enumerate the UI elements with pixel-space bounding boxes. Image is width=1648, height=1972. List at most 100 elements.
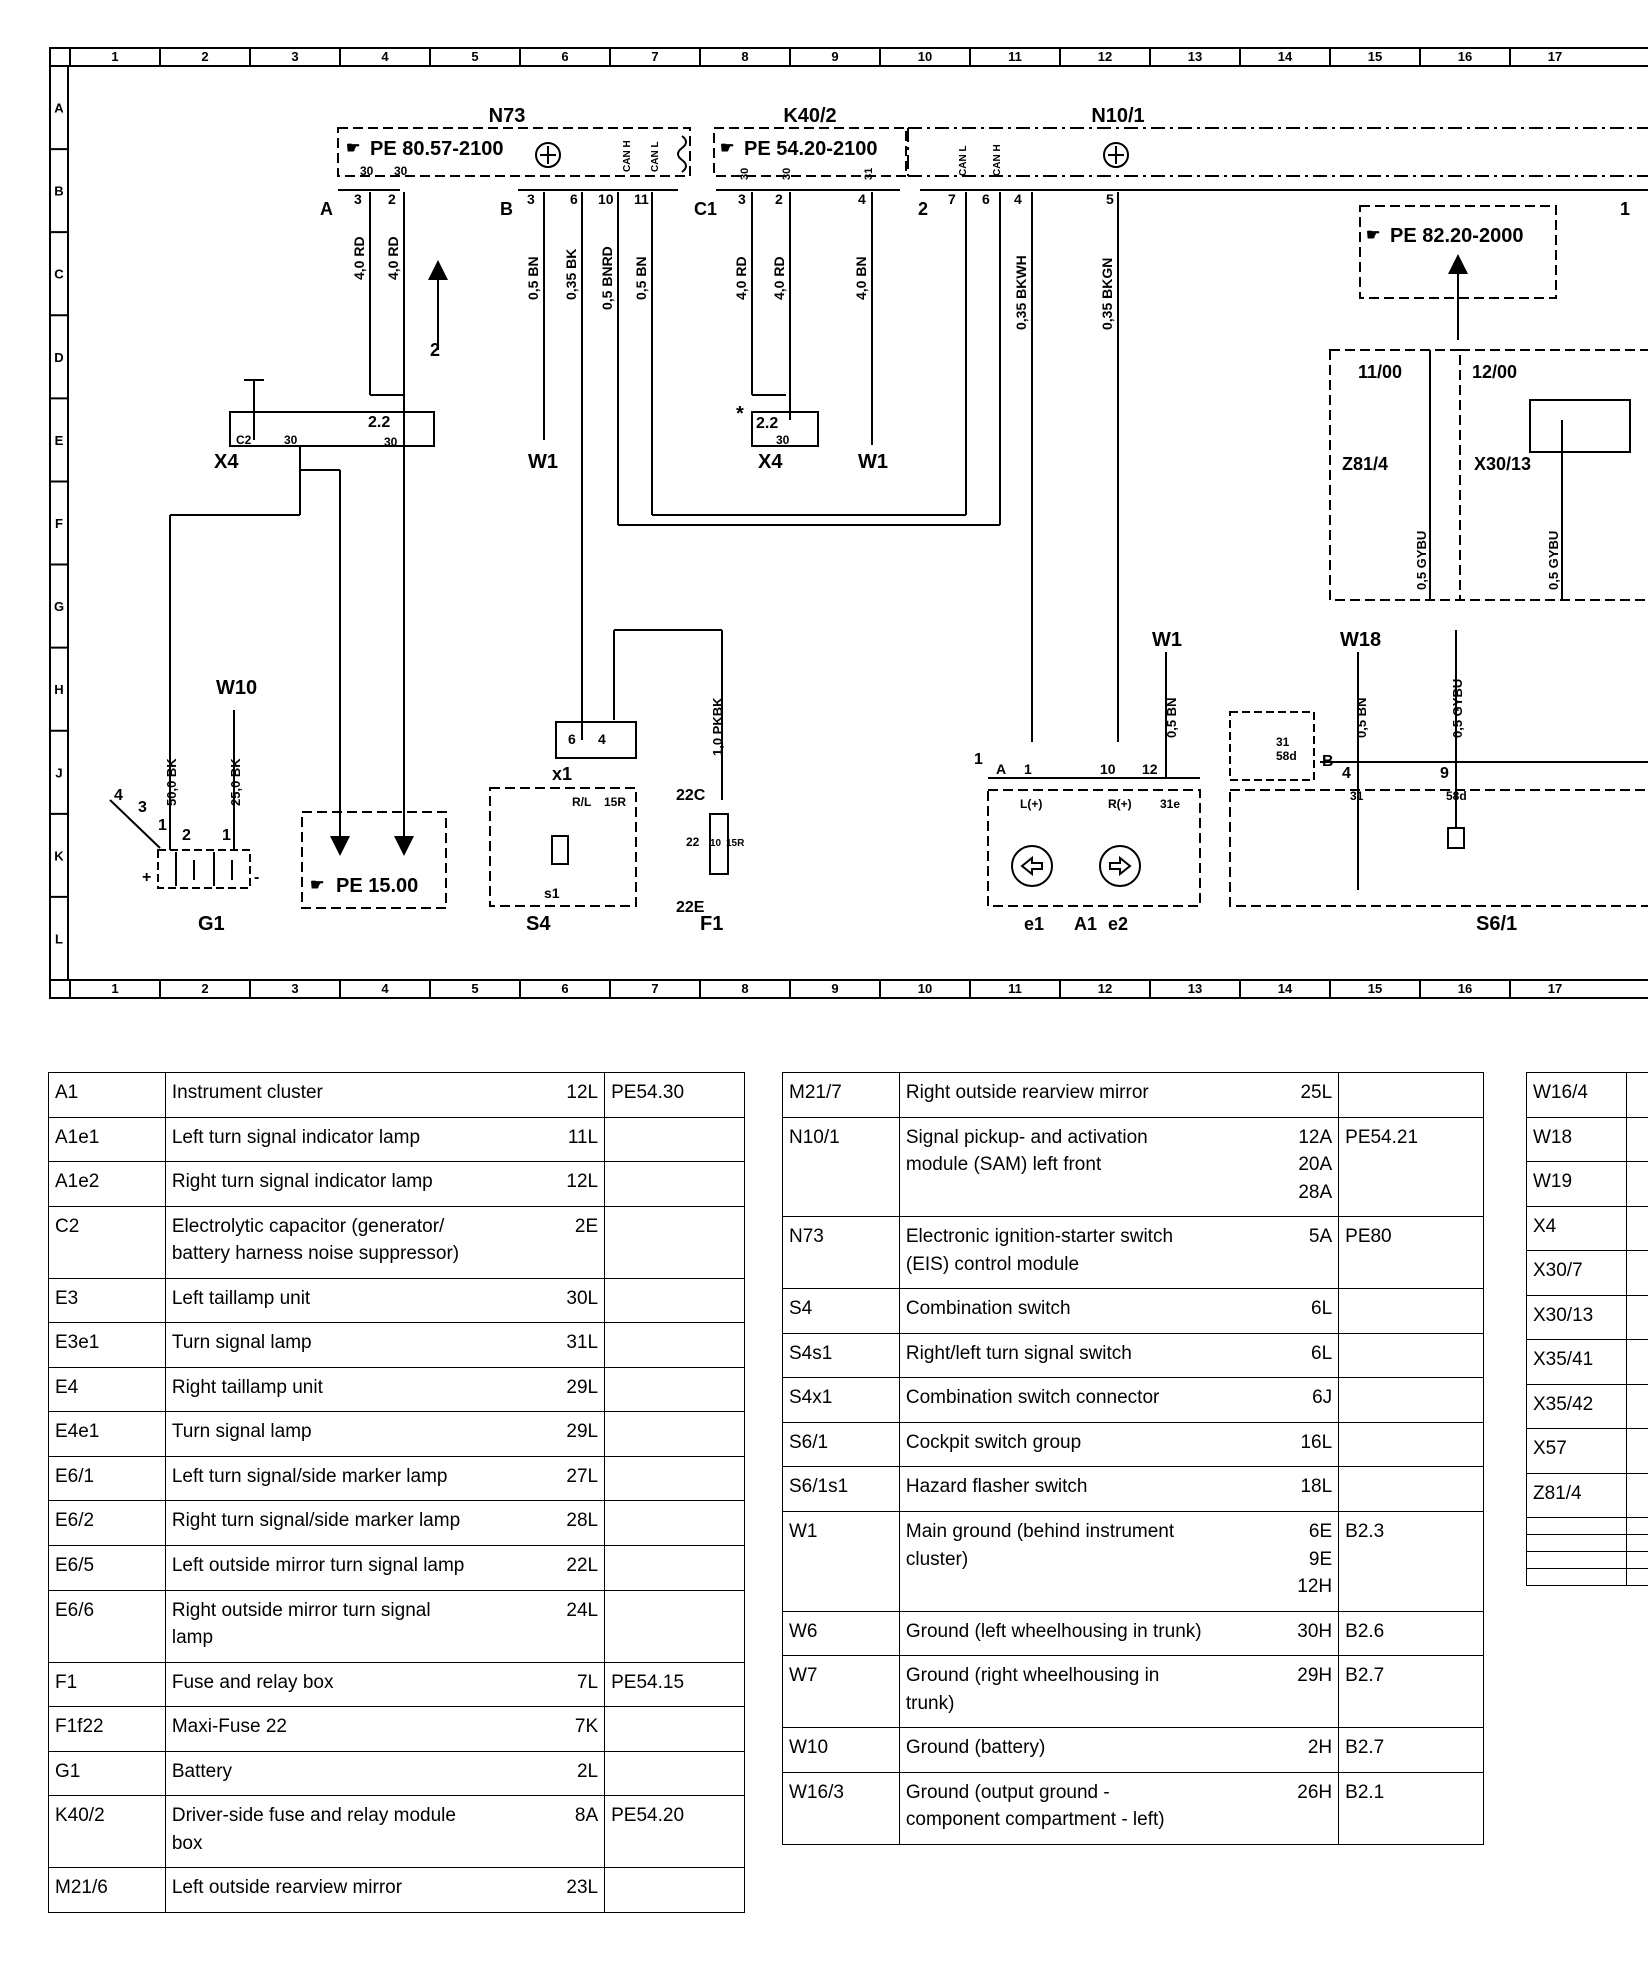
pe-link-n73[interactable]: ☛ PE 80.57-2100 — [346, 138, 503, 160]
pe-cell — [1338, 1288, 1484, 1334]
pe-link-z81[interactable]: ☛ PE 82.20-2000 — [1366, 225, 1523, 247]
legend-row — [1526, 1551, 1648, 1570]
pe-cell: B2.6 — [1338, 1610, 1484, 1657]
pe-cell: PE80 — [1338, 1216, 1484, 1290]
a1-31e: 31e — [1160, 797, 1180, 811]
wire-05bn-a: 0,5 BN — [525, 256, 541, 300]
n73-pinb3: 3 — [527, 191, 535, 207]
wire-05gybu-b: 0,5 GYBU — [1546, 531, 1561, 590]
wire-05bn-w1: 0,5 BN — [1164, 698, 1179, 738]
f1-pin10: 10 — [710, 838, 722, 849]
code-cell: W16/3 — [782, 1771, 900, 1845]
x4r-pin-30: 30 — [776, 433, 790, 447]
column-label-top: 7 — [651, 49, 658, 64]
desc-cell: Signal pickup- and activation module (SA… — [899, 1116, 1284, 1218]
column-label-bottom: 13 — [1188, 981, 1202, 996]
code-cell: E6/1 — [48, 1455, 166, 1502]
s6-pin58d: 58d — [1276, 749, 1297, 763]
n73-pin10: 10 — [598, 191, 614, 207]
pe-cell: PE54.30 — [604, 1072, 745, 1118]
x30-13-label: X30/13 — [1474, 454, 1531, 474]
code-cell: G1 — [48, 1750, 166, 1797]
ref-cell: 6J — [1283, 1377, 1340, 1423]
legend-row: W19 — [1526, 1161, 1648, 1207]
pe-k40-label[interactable]: PE 54.20-2100 — [744, 138, 877, 160]
code-cell: E6/5 — [48, 1545, 166, 1591]
n10-can-h: CAN H — [992, 144, 1003, 176]
s4-label: S4 — [526, 913, 551, 935]
legend-row — [1526, 1517, 1648, 1536]
code-cell: S4 — [782, 1288, 900, 1334]
pe-cell — [604, 1277, 745, 1324]
code-cell: X30/13 — [1526, 1294, 1627, 1341]
row-label: C — [54, 267, 64, 282]
date-1100: 11/00 — [1358, 362, 1402, 382]
pe-n73-label[interactable]: PE 80.57-2100 — [370, 138, 503, 160]
column-label-top: 5 — [471, 49, 478, 64]
wire-05gybu-a: 0,5 GYBU — [1414, 531, 1429, 590]
blank-cell — [1625, 1428, 1648, 1474]
g1-label: G1 — [198, 913, 225, 935]
code-cell: C2 — [48, 1205, 166, 1279]
pe-cell — [1338, 1072, 1484, 1118]
pe-z81-label[interactable]: PE 82.20-2000 — [1390, 225, 1523, 247]
s6-1-box — [1229, 789, 1648, 907]
k40-module-box — [713, 127, 907, 177]
arrow-ref-2: 2 — [430, 340, 440, 360]
column-label-bottom: 3 — [291, 981, 298, 996]
row-label: F — [55, 516, 63, 531]
pe-15-label[interactable]: PE 15.00 — [336, 875, 418, 897]
pe-cell: B2.3 — [1338, 1511, 1484, 1612]
pe-cell — [604, 1366, 745, 1413]
pe-cell — [604, 1116, 745, 1163]
wire-035bk: 0,35 BK — [563, 249, 579, 300]
ref-cell: 2L — [549, 1750, 606, 1797]
ref-cell: 27L — [549, 1455, 606, 1502]
pe-cell: PE54.15 — [604, 1661, 745, 1708]
n10-pin5: 5 — [1106, 191, 1114, 207]
a1-label: A1 — [1074, 914, 1097, 934]
k40-pin4: 4 — [858, 191, 866, 207]
pe-cell — [604, 1455, 745, 1502]
n10-1-label: N10/1 — [1091, 105, 1144, 127]
a1-lplus: L(+) — [1020, 797, 1042, 811]
code-cell — [1526, 1534, 1627, 1553]
ref-cell: 5A — [1283, 1216, 1340, 1290]
code-cell — [1526, 1568, 1627, 1587]
code-cell: X35/41 — [1526, 1339, 1627, 1385]
n10-can-l: CAN L — [958, 145, 969, 176]
row-label: L — [55, 931, 63, 946]
n73-can-h: CAN H — [622, 140, 633, 172]
wire-05bnrd: 0,5 BNRD — [599, 246, 615, 310]
a1-rplus: R(+) — [1108, 797, 1132, 811]
code-cell: F1 — [48, 1661, 166, 1708]
code-cell: F1f22 — [48, 1706, 166, 1752]
a1-pin12: 12 — [1142, 761, 1158, 777]
code-cell: W6 — [782, 1610, 900, 1657]
ref-cell: 29H — [1283, 1655, 1340, 1729]
column-label-bottom: 1 — [111, 981, 118, 996]
blank-cell — [1625, 1551, 1648, 1570]
blank-cell — [1625, 1072, 1648, 1118]
pe-cell: B2.7 — [1338, 1655, 1484, 1729]
legend-row: X35/41 — [1526, 1339, 1648, 1385]
s6-pin-b: B — [1322, 753, 1334, 770]
pe-link-15[interactable]: ☛ PE 15.00 — [310, 875, 418, 897]
wire-4rd-d: 4,0 RD — [771, 256, 787, 300]
w1-label-c: W1 — [1152, 629, 1182, 651]
legend-row: X30/13 — [1526, 1294, 1648, 1341]
legend-row: X35/42 — [1526, 1383, 1648, 1430]
legend-row: W18 — [1526, 1116, 1648, 1163]
pe-link-k40[interactable]: ☛ PE 54.20-2100 — [720, 138, 877, 160]
